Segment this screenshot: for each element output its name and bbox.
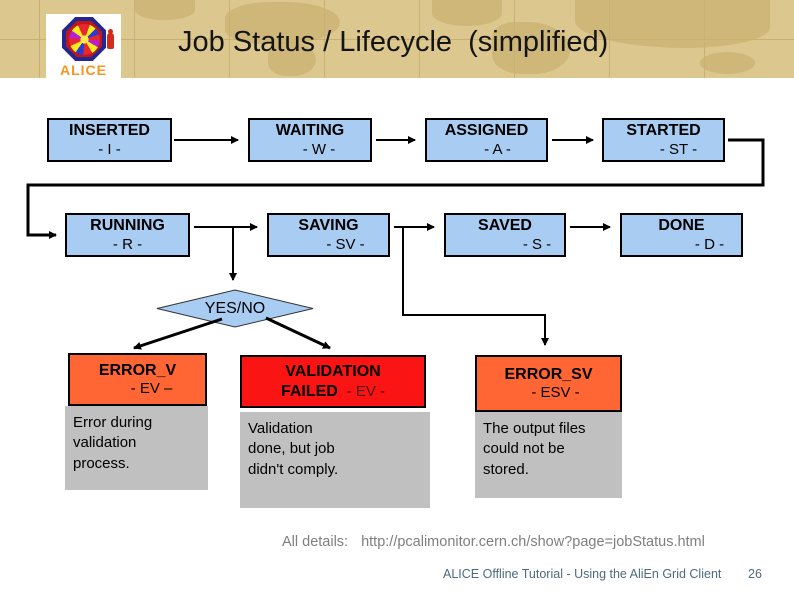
error-box-error-v: ERROR_V - EV – — [68, 353, 207, 406]
state-name: RUNNING — [90, 217, 165, 235]
state-name: DONE — [658, 217, 705, 235]
details-line: All details: http://pcalimonitor.cern.ch/… — [282, 534, 705, 550]
error-name-part: FAILED — [280, 382, 338, 400]
state-name: ASSIGNED — [444, 122, 529, 140]
details-label: All details: — [282, 534, 349, 550]
state-name: SAVING — [298, 217, 359, 235]
state-box-saving: SAVING - SV - — [267, 213, 390, 257]
error-code: - EV - — [346, 382, 386, 400]
state-box-saved: SAVED - S - — [444, 213, 566, 257]
worldmap-shape — [225, 2, 340, 44]
state-code: - SV - — [326, 235, 365, 253]
alice-logo-text: ALICE — [60, 62, 107, 78]
footer-credit: ALICE Offline Tutorial - Using the AliEn… — [443, 567, 722, 581]
page-number: 26 — [748, 567, 762, 581]
error-code: - EV – — [130, 380, 173, 398]
worldmap-shape — [135, 0, 195, 20]
decision-yesno: YES/NO — [204, 299, 266, 317]
worldmap-shape — [432, 0, 502, 26]
state-box-waiting: WAITING - W - — [248, 118, 372, 162]
state-code: - I - — [98, 140, 121, 158]
state-box-running: RUNNING - R - — [65, 213, 190, 257]
state-code: - A - — [484, 140, 511, 158]
state-code: - ST - — [659, 140, 698, 158]
header-band — [0, 0, 794, 78]
state-code: - W - — [302, 140, 336, 158]
state-box-started: STARTED - ST - — [602, 118, 725, 162]
state-box-assigned: ASSIGNED - A - — [425, 118, 548, 162]
worldmap-shape — [492, 22, 570, 74]
state-code: - D - — [694, 235, 725, 253]
error-name: ERROR_V — [98, 361, 177, 379]
error-name: VALIDATION — [285, 363, 381, 381]
error-name: ERROR_SV — [504, 365, 593, 383]
error-box-error-sv: ERROR_SV - ESV - — [475, 355, 622, 412]
state-name: STARTED — [626, 122, 701, 140]
worldmap-shape — [575, 0, 770, 48]
error-box-validation-failed: VALIDATION FAILED - EV - — [240, 355, 426, 408]
state-name: INSERTED — [69, 122, 150, 140]
state-name: SAVED — [478, 217, 532, 235]
details-url: http://pcalimonitor.cern.ch/show?page=jo… — [361, 534, 705, 550]
worldmap-shape — [268, 42, 316, 76]
error-code: - ESV - — [531, 384, 580, 402]
state-box-inserted: INSERTED - I - — [47, 118, 172, 162]
state-code: - S - — [522, 235, 552, 253]
state-name: WAITING — [275, 122, 345, 140]
slide-title: Job Status / Lifecycle (simplified) — [178, 26, 609, 58]
desc-validation-failed: Validation done, but job didn't comply. — [240, 412, 430, 508]
error-name-line2: FAILED - EV - — [242, 382, 424, 401]
state-code: - R - — [112, 235, 143, 253]
state-box-done: DONE - D - — [620, 213, 743, 257]
worldmap-shape — [700, 52, 755, 74]
alice-logo: ALICE — [46, 14, 121, 79]
desc-error-sv: The output files could not be stored. — [475, 412, 622, 498]
alice-detector-icon — [46, 17, 121, 63]
alice-bird-icon — [107, 29, 114, 49]
desc-error-v: Error during validation process. — [65, 406, 208, 490]
